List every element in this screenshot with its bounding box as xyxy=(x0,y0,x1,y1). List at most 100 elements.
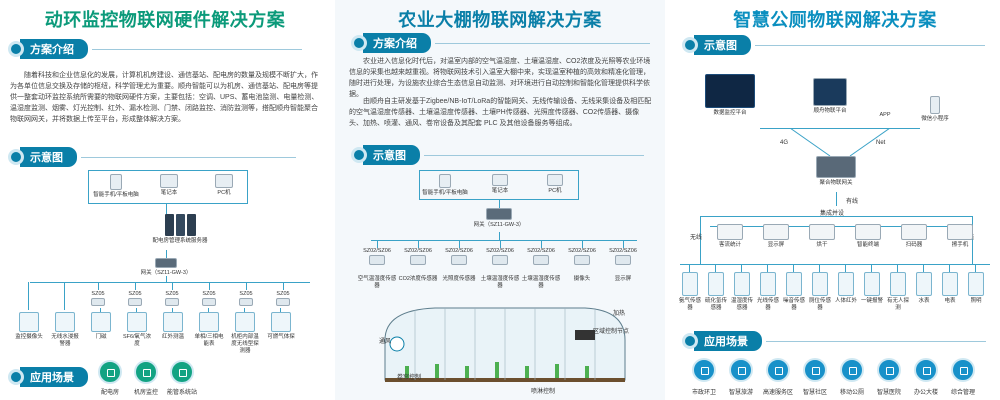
node-caption: SZ05 xyxy=(165,291,179,297)
sensor-icon xyxy=(786,272,802,296)
module-icon xyxy=(165,298,179,306)
sensor-node: 土壤温湿度传感器 xyxy=(480,274,520,290)
gateway-caption: 网关（SZ11-GW-3） xyxy=(140,270,192,276)
section-header-scenes: 应用场景 xyxy=(8,367,88,387)
link-line xyxy=(819,264,820,272)
section-label: 示意图 xyxy=(694,35,751,55)
node-caption: SZ02/SZ06 xyxy=(445,248,473,254)
sensor-caption: 有无人探测 xyxy=(886,298,909,311)
sensor-icon xyxy=(55,312,75,332)
link-line xyxy=(715,264,716,272)
sensor-caption: 硫化氢传感器 xyxy=(704,298,727,311)
sensor-caption: 显示屏 xyxy=(614,276,632,282)
device-caption: PC机 xyxy=(217,190,231,196)
sensor-icon xyxy=(838,272,854,296)
node-caption: SZ05 xyxy=(91,291,105,297)
bus-line xyxy=(30,282,310,283)
sensor-icon xyxy=(734,272,750,296)
sensor-node: 光照度传感器 xyxy=(439,274,479,283)
sensor-icon xyxy=(199,312,219,332)
sensor-node: 监控摄像头 xyxy=(14,312,44,341)
module-icon xyxy=(615,255,631,265)
module-icon xyxy=(492,255,508,265)
sensor-icon xyxy=(682,272,698,296)
device-icon xyxy=(809,224,835,240)
mid-bus-line xyxy=(710,226,960,227)
link-line xyxy=(244,308,245,312)
intro-paragraph-1: 农业进入信息化时代后，对温室内部的空气温湿度、土壤温湿度、CO2浓度及光照等农业… xyxy=(349,58,651,98)
link-line xyxy=(500,240,501,248)
greenhouse-tag-fan: 通风 xyxy=(379,339,392,345)
scene-icon xyxy=(170,360,194,384)
scene-label: 高速服务区 xyxy=(762,390,793,396)
node-caption: SZ05 xyxy=(128,291,142,297)
node-module: SZ02/SZ06 xyxy=(484,246,516,265)
link-line xyxy=(172,282,173,290)
sensor-icon xyxy=(19,312,39,332)
link-4g: 4G xyxy=(780,140,789,146)
node-caption: SZ02/SZ06 xyxy=(527,248,555,254)
node-caption: SZ02/SZ06 xyxy=(486,248,514,254)
section-divider xyxy=(766,340,986,342)
link-line xyxy=(793,264,794,272)
link-line xyxy=(623,240,624,248)
bus-line xyxy=(700,216,972,217)
sensor-node: 无线水浸报警器 xyxy=(50,312,80,348)
section-header-intro: 方案介绍 xyxy=(8,39,302,59)
node-monitor-platform: 数据监控平台 xyxy=(700,74,760,117)
device-pc: PC机 xyxy=(210,174,238,197)
panel-power-room-monitoring: 动环监控物联网硬件解决方案 方案介绍 随着科技和企业信息化的发展，计算机机房建设… xyxy=(0,0,330,400)
node-module: SZ02/SZ06 xyxy=(402,246,434,265)
sensor-node: 噪音传感器 xyxy=(782,272,806,312)
sensor-caption: 门磁 xyxy=(95,334,107,340)
sensor-icon xyxy=(760,272,776,296)
sensor-caption: 土壤温湿度传感器 xyxy=(480,276,520,289)
dashboard-icon xyxy=(705,74,755,108)
sensor-node: 温湿度传感器 xyxy=(730,272,754,312)
device-icon xyxy=(717,224,743,240)
scene-icon xyxy=(951,358,975,382)
scene-icon xyxy=(692,358,716,382)
sensor-caption: CO2浓度传感器 xyxy=(398,276,438,282)
node-caption: SZ02/SZ06 xyxy=(404,248,432,254)
device-caption: 智能终端 xyxy=(856,242,879,248)
panel-title: 智慧公厕物联网解决方案 xyxy=(733,10,937,30)
scene-label: 综合管理 xyxy=(950,390,975,396)
gateway-icon xyxy=(155,258,177,268)
link-line xyxy=(172,308,173,312)
mid-device: 客流统计 xyxy=(710,224,750,249)
uplink-arrows xyxy=(789,128,891,157)
scene-icon xyxy=(766,358,790,382)
section-divider xyxy=(755,44,985,46)
node-module: SZ02/SZ06 xyxy=(566,246,598,265)
device-caption: 擦手机 xyxy=(951,242,969,248)
section-label: 应用场景 xyxy=(20,367,88,387)
node-caption: APP xyxy=(879,112,891,118)
scene-label: 机房监控 xyxy=(133,390,158,396)
sensor-caption: 红外测温 xyxy=(161,334,184,340)
sensor-caption: 光照度传感器 xyxy=(442,276,476,282)
device-icon xyxy=(855,224,881,240)
scene-label: 市政环卫 xyxy=(691,390,716,396)
panel-title: 动环监控物联网硬件解决方案 xyxy=(44,10,286,30)
scene-icon xyxy=(98,360,122,384)
tablet-icon xyxy=(439,174,451,188)
link-line xyxy=(135,282,136,290)
gateway-caption: 聚合物联网关 xyxy=(819,180,853,186)
link-line xyxy=(166,204,167,216)
module-icon xyxy=(239,298,253,306)
sensor-node: 门磁 xyxy=(86,312,116,341)
device-caption: 显示屏 xyxy=(767,242,785,248)
panel-greenhouse-iot: 农业大棚物联网解决方案 方案介绍 农业进入信息化时代后，对温室内部的空气温湿度、… xyxy=(335,0,665,400)
sensor-icon xyxy=(91,312,111,332)
section-bullet-icon xyxy=(351,35,367,51)
section-bullet-icon xyxy=(8,41,24,57)
sensor-icon xyxy=(968,272,984,296)
scene-icon xyxy=(803,358,827,382)
sensor-caption: 光线传感器 xyxy=(756,298,779,311)
node-caption: SZ02/SZ06 xyxy=(609,248,637,254)
section-header-diagram: 示意图 xyxy=(682,35,985,55)
device-caption: 扫码器 xyxy=(905,242,923,248)
device-caption: 智能手机/平板电脑 xyxy=(422,190,468,196)
node-iot-platform: 顺舟物联平台 xyxy=(800,78,860,115)
